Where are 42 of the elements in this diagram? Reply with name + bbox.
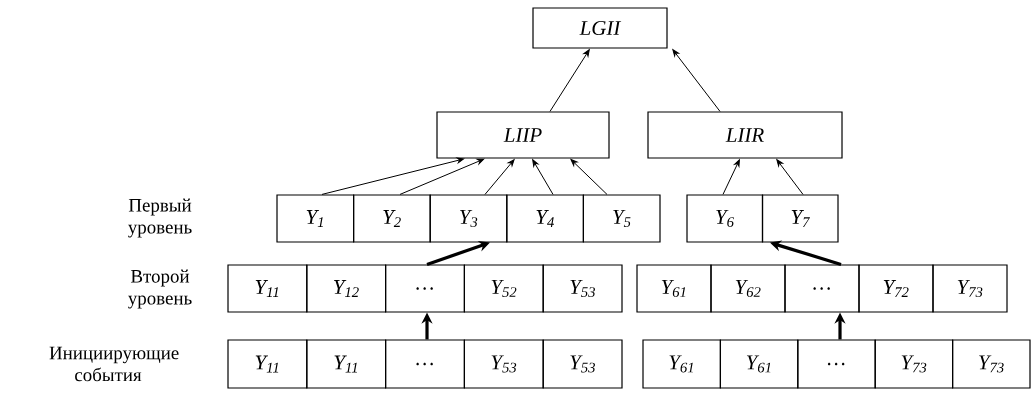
arrow [776, 159, 804, 195]
level-box: LIIR [647, 111, 843, 159]
arrow [549, 49, 590, 112]
event-cell: Y$_{5}$ [582, 194, 661, 243]
arrow [570, 159, 608, 195]
arrow [321, 157, 465, 195]
level-label: Второй уровень [128, 269, 192, 309]
event-cell: Y$_{4}$ [506, 194, 584, 243]
level-box: LIIP [436, 111, 610, 159]
event-cell: … [797, 339, 876, 389]
event-cell: Y$_{53}$ [542, 264, 623, 313]
event-cell: Y$_{61}$ [642, 339, 721, 389]
arrow [399, 158, 485, 195]
event-cell: Y$_{52}$ [463, 264, 544, 313]
event-cell: Y$_{12}$ [306, 264, 387, 313]
event-cell: … [385, 264, 465, 313]
event-cell: Y$_{73}$ [952, 339, 1031, 389]
arrow [484, 159, 515, 195]
event-cell: … [385, 339, 465, 389]
level-label: Первый уровень [128, 198, 192, 238]
event-cell: Y$_{6}$ [686, 194, 764, 243]
arrow [722, 159, 740, 195]
event-cell: Y$_{7}$ [761, 194, 839, 243]
event-cell: Y$_{53}$ [463, 339, 544, 389]
event-cell: Y$_{73}$ [874, 339, 954, 389]
event-cell: Y$_{3}$ [429, 194, 508, 243]
arrow [532, 159, 554, 195]
event-cell: Y$_{2}$ [353, 194, 431, 243]
event-cell: Y$_{72}$ [858, 264, 934, 313]
event-cell: Y$_{1}$ [276, 194, 355, 243]
event-cell: Y$_{53}$ [542, 339, 623, 389]
level-label: Инициирующие события [49, 346, 179, 382]
event-cell: Y$_{61}$ [636, 264, 712, 313]
event-cell: Y$_{11}$ [306, 339, 387, 389]
arrow [672, 49, 721, 112]
level-box: LGII [532, 7, 668, 49]
event-cell: Y$_{11}$ [227, 264, 308, 313]
event-cell: … [784, 264, 860, 313]
event-cell: Y$_{61}$ [719, 339, 799, 389]
event-cell: Y$_{73}$ [932, 264, 1008, 313]
event-cell: Y$_{11}$ [227, 339, 308, 389]
event-cell: Y$_{62}$ [710, 264, 786, 313]
